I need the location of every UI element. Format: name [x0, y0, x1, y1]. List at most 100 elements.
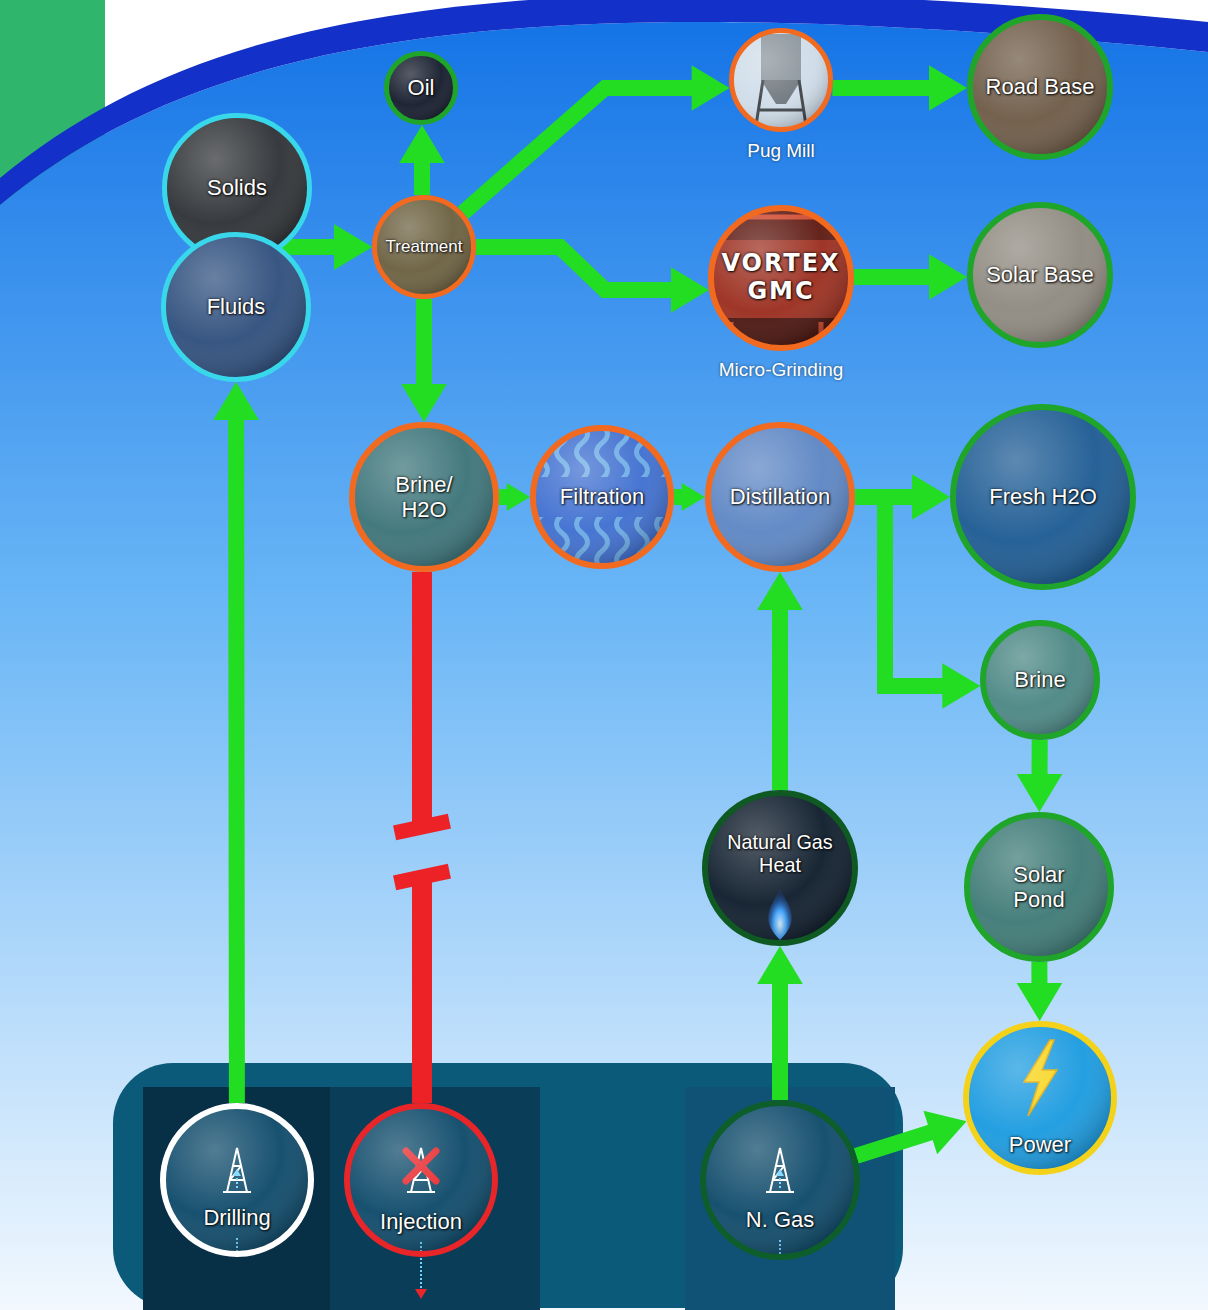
arrow-head: [1017, 774, 1063, 812]
circle-fill: [711, 208, 851, 348]
node-label: Distillation: [730, 484, 830, 509]
connector: [674, 483, 705, 511]
circle-border: [533, 428, 671, 566]
circle-border: [970, 17, 1110, 157]
circle-border: [164, 235, 309, 380]
connector-line: [855, 497, 964, 686]
arrow-head: [929, 65, 967, 111]
arrow-head: [942, 663, 980, 709]
circle-shade: [967, 815, 1111, 959]
circle-border: [732, 31, 831, 130]
node-label: Solar Base: [986, 262, 1094, 287]
arrow-head: [929, 254, 967, 300]
circle-fill: [387, 54, 456, 123]
connector-line: [476, 247, 693, 290]
node-label: Treatment: [386, 237, 463, 257]
circle-border: [387, 54, 456, 123]
flow-circle: N. Gas: [700, 1100, 860, 1260]
node-label: Injection: [380, 1209, 462, 1234]
node-label: Fluids: [207, 294, 266, 319]
circle-shade: [387, 54, 456, 123]
circle-fill: [375, 198, 474, 297]
node-label: VORTEX GMC: [720, 250, 842, 305]
connector: [401, 299, 447, 422]
flow-circle: Fluids: [161, 232, 311, 382]
arrow-head: [757, 946, 803, 984]
flow-circle: Drilling: [160, 1103, 314, 1257]
node-label: Brine: [1014, 667, 1065, 692]
circle-fill: [983, 623, 1097, 737]
circle-fill: [347, 1106, 495, 1254]
circle-border: [347, 1106, 495, 1254]
circle-shape: [700, 1100, 860, 1260]
flow-circle: Oil: [384, 51, 458, 125]
flow-circle: Pug Mill: [729, 28, 833, 132]
circle-shade: [732, 31, 831, 130]
flow-circle: Injection: [344, 1103, 498, 1257]
node-label: Drilling: [203, 1205, 270, 1230]
flow-circle: Power: [963, 1021, 1117, 1175]
arrow-head: [671, 267, 709, 313]
circle-border: [375, 198, 474, 297]
circle-border: [703, 1103, 857, 1257]
circle-border: [967, 815, 1111, 959]
arrow-head: [692, 65, 730, 111]
circle-fill: [953, 407, 1133, 587]
arrow-head: [923, 1111, 966, 1154]
arrow-head: [334, 224, 372, 270]
circle-shade: [953, 407, 1133, 587]
connector: [399, 125, 445, 195]
circle-fill: [705, 793, 855, 943]
connector-line: [463, 88, 714, 213]
circle-shade: [703, 1103, 857, 1257]
arrow-head: [1017, 983, 1063, 1021]
node-label: Natural Gas Heat: [710, 831, 850, 877]
flow-circle: Brine/ H2O: [349, 422, 499, 572]
connector-line: [228, 398, 245, 1103]
flow-circle: Road Base: [967, 14, 1113, 160]
circle-fill: [533, 428, 671, 566]
arrow-head: [334, 224, 372, 270]
circle-shape: [729, 28, 833, 132]
connector: [476, 247, 709, 313]
flow-circle: Fresh H2O: [950, 404, 1136, 590]
well-panel: [143, 1087, 353, 1310]
flow-mark: [415, 1289, 427, 1299]
circle-fill: [967, 815, 1111, 959]
circle-fill: [966, 1024, 1114, 1172]
connector: [213, 382, 259, 1103]
circle-shade: [347, 1106, 495, 1254]
circle-fill: [970, 205, 1110, 345]
circle-fill: [163, 1106, 311, 1254]
arrow-head: [682, 483, 705, 511]
arrow-head: [507, 483, 530, 511]
circle-border: [711, 208, 851, 348]
node-label: Brine/ H2O: [382, 472, 466, 523]
well-panel: [685, 1087, 895, 1310]
circle-fill: [970, 17, 1110, 157]
flow-circle: Filtration: [530, 425, 674, 569]
circle-shape: [160, 1103, 314, 1257]
connector: [757, 946, 803, 1100]
node-label: Solids: [207, 175, 267, 200]
circle-border: [953, 407, 1133, 587]
break-mark: [393, 814, 451, 840]
connector: [856, 1111, 966, 1156]
flow-circle: Solar Pond: [964, 812, 1114, 962]
circle-fill: [703, 1103, 857, 1257]
circle-shade: [966, 1024, 1114, 1172]
arrow-head: [401, 384, 447, 422]
node-label: Filtration: [560, 484, 644, 509]
node-label: Power: [1009, 1132, 1071, 1157]
connector-line: [412, 572, 432, 1103]
circle-shade: [375, 198, 474, 297]
arrow-head: [912, 474, 950, 520]
circle-border: [708, 425, 852, 569]
connector: [854, 254, 967, 300]
circle-shade: [970, 17, 1110, 157]
circle-shade: [711, 208, 851, 348]
circle-border: [983, 623, 1097, 737]
